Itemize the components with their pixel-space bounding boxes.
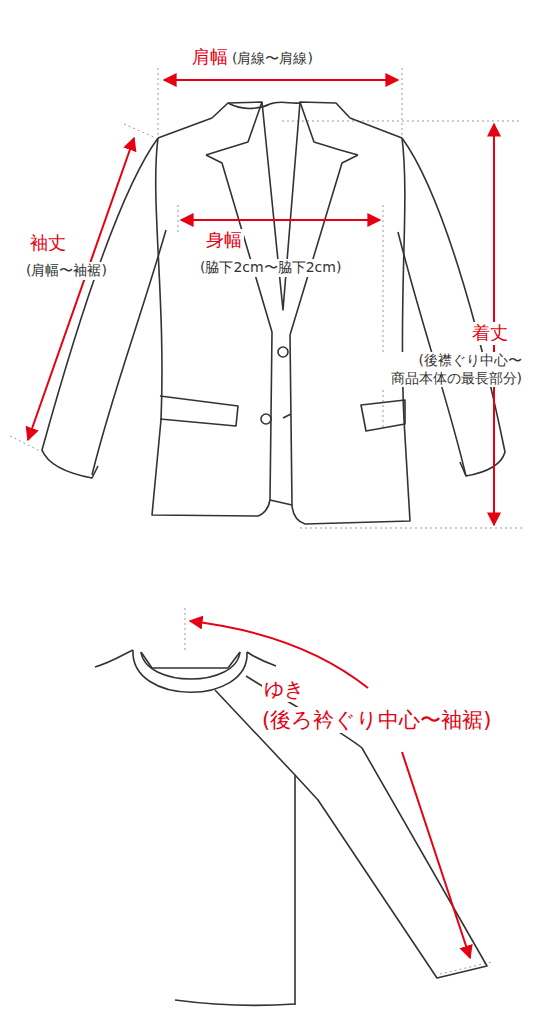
dimension-note: (肩線〜肩線) (230, 50, 315, 68)
sleeve-drawing (95, 650, 487, 1005)
dimension-name: 着丈 (470, 322, 510, 345)
dimension-name: ゆき (262, 677, 306, 702)
dimension-note: (後襟ぐり中心〜 商品本体の最長部分) (318, 352, 524, 387)
dimension-name: 身幅 (204, 229, 244, 252)
dimension-arrows (28, 80, 494, 958)
jacket-drawing (42, 102, 505, 524)
dimension-note: (脇下2cm〜脇下2cm) (198, 259, 343, 277)
dimension-name: 袖丈 (28, 232, 68, 255)
dimension-note: (後ろ衿ぐり中心〜袖裾) (260, 707, 493, 733)
dimension-note: (肩幅〜袖裾) (24, 262, 109, 280)
dimension-name: 肩幅 (190, 46, 230, 69)
guide-lines (10, 68, 522, 974)
